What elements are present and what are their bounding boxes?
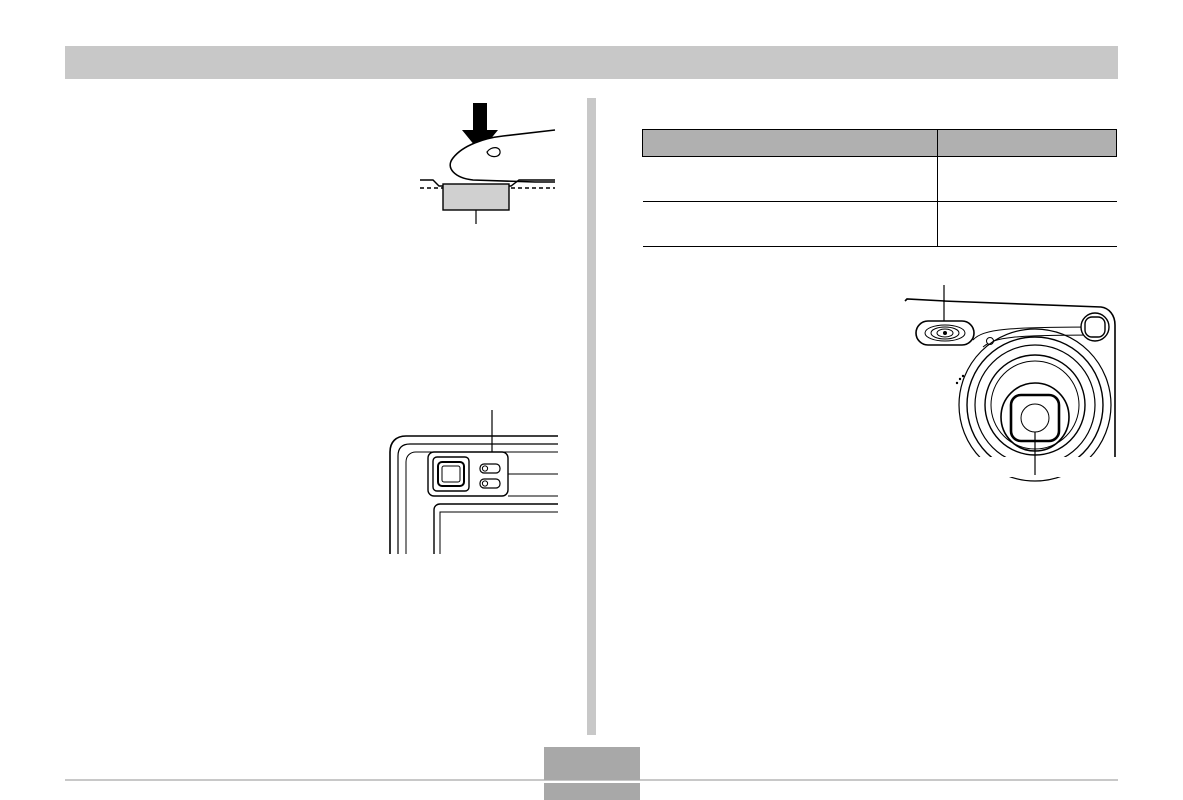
camera-back-illustration	[389, 410, 558, 554]
page-tab-bottom	[544, 783, 640, 800]
table-cell	[937, 156, 1117, 202]
camera-front-illustration	[904, 285, 1117, 482]
page-number-tab	[544, 747, 640, 800]
table-header-row	[642, 129, 1117, 157]
shutter-press-illustration	[420, 103, 556, 224]
table-cell	[937, 201, 1117, 247]
table-header-cell	[642, 129, 938, 157]
table-cell	[642, 156, 938, 202]
footer-rule	[65, 779, 1118, 781]
header-bar	[65, 46, 1118, 79]
column-divider	[587, 98, 596, 735]
table-row	[642, 156, 1117, 202]
table-row	[642, 201, 1117, 247]
table-cell	[642, 201, 938, 247]
spec-table	[642, 129, 1117, 247]
table-header-cell	[937, 129, 1117, 157]
page-tab-top	[544, 747, 640, 780]
